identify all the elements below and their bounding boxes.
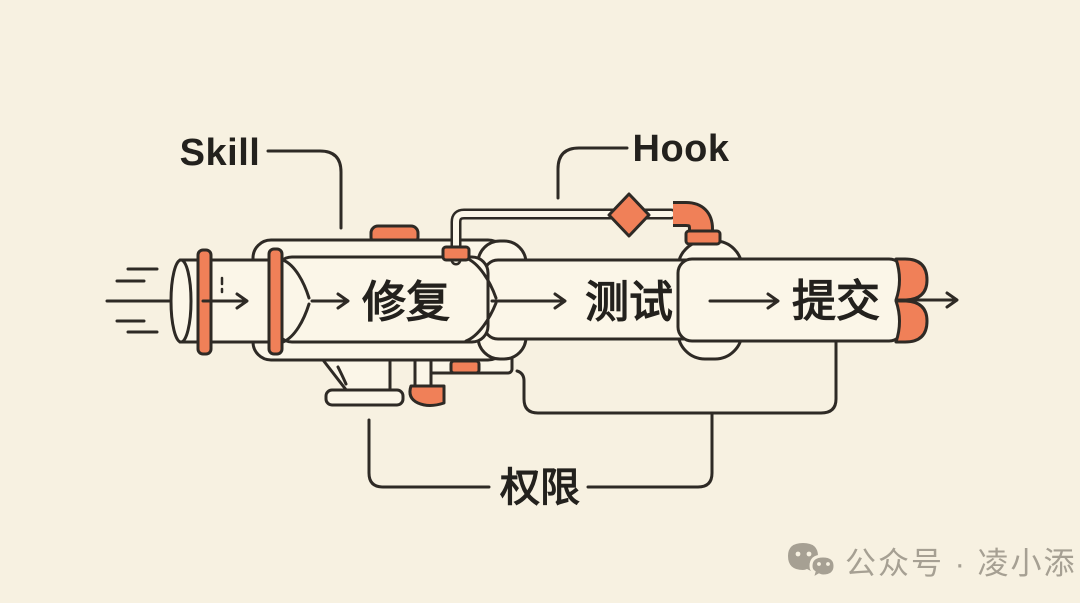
speed-lines-icon [105, 267, 171, 334]
stage-fix-label: 修复 [362, 278, 450, 327]
inlet-ring-2 [267, 247, 284, 356]
permissions-label: 权限 [499, 466, 580, 510]
outlet-end-cap [894, 257, 929, 344]
stage-test-label: 测试 [585, 278, 673, 327]
funnel-flange [324, 388, 405, 407]
inlet-pipe-opening [169, 258, 193, 344]
permissions-bracket [367, 412, 714, 489]
wechat-icon [788, 543, 837, 583]
valve-diamond-icon [607, 192, 651, 238]
stage-submit-label: 提交 [792, 277, 880, 326]
funnel-detail-line [336, 365, 348, 386]
hook-label: Hook [633, 128, 730, 170]
elbow-flange [684, 229, 722, 246]
drain-spout-icon [408, 384, 446, 407]
hook-pointer-line [556, 146, 629, 200]
skill-label: Skill [180, 132, 261, 174]
hook-pipe-assembly [441, 192, 722, 266]
hook-port [441, 245, 471, 262]
watermark-text: 公众号 · 凌小添 [845, 546, 1077, 581]
skill-pointer-line [266, 149, 343, 230]
flow-arrows [201, 276, 959, 310]
bypass-pipe-line [515, 340, 838, 415]
drain-orange-band [449, 359, 481, 375]
watermark: 公众号 · 凌小添 [788, 543, 1077, 583]
